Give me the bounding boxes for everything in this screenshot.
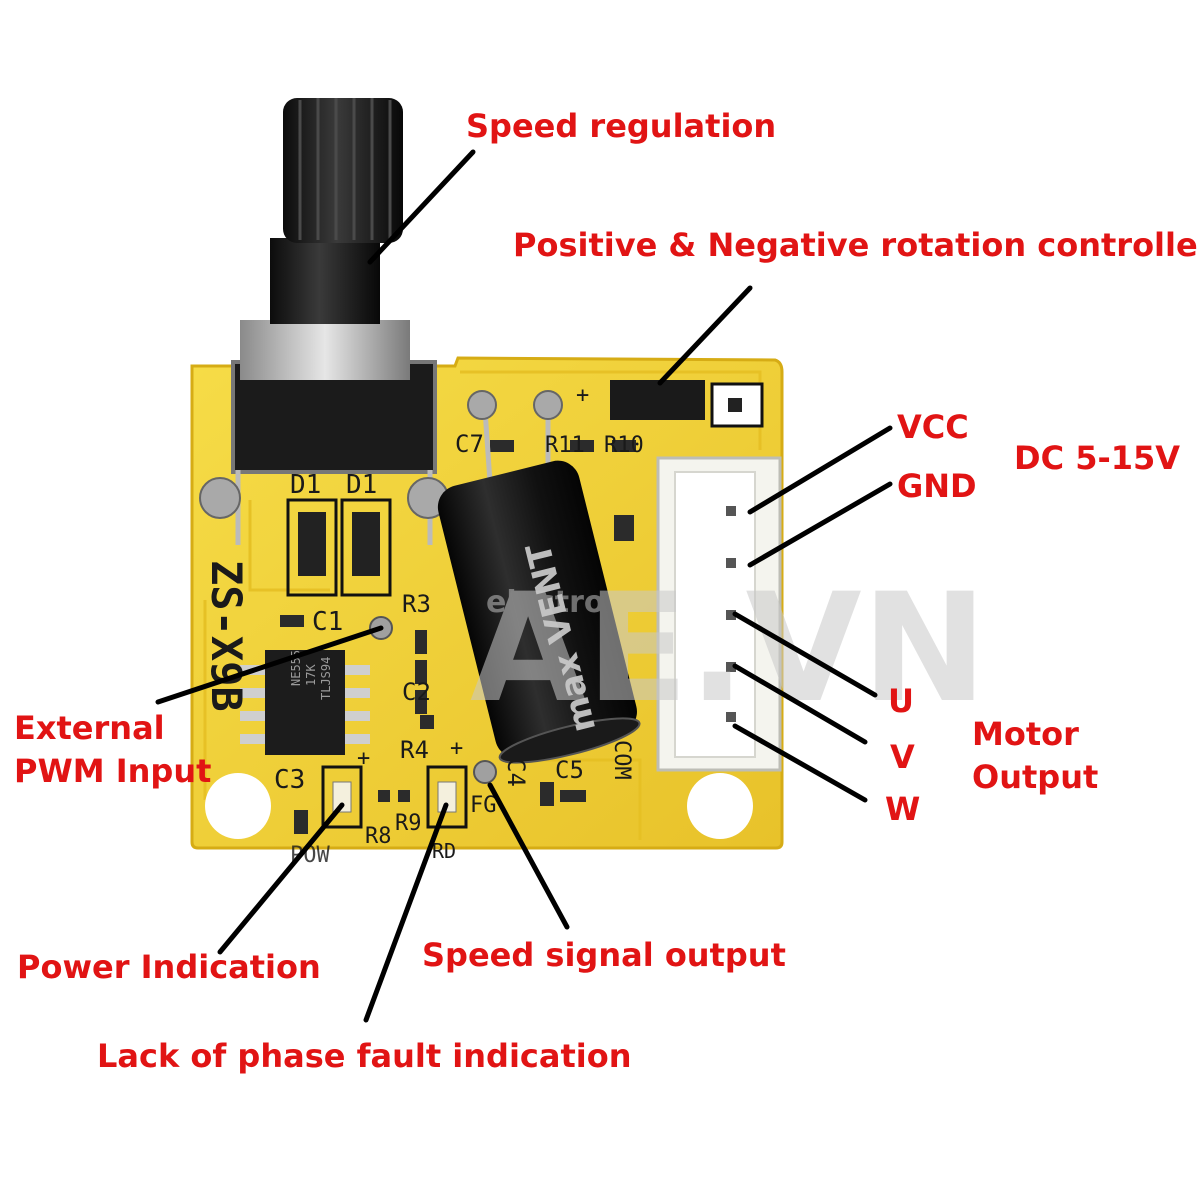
leader-vcc bbox=[747, 425, 893, 515]
label-external-pwm-line2: PWM Input bbox=[14, 752, 212, 791]
motor-connector bbox=[656, 456, 782, 772]
silk-fg: FG bbox=[470, 793, 497, 818]
label-u: U bbox=[888, 682, 914, 720]
label-motor-output-line1: Motor bbox=[972, 715, 1079, 753]
label-speed-signal-output: Speed signal output bbox=[422, 936, 786, 974]
label-rotation-controller: Positive & Negative rotation controlle bbox=[513, 226, 1198, 264]
led-indicators bbox=[321, 765, 468, 829]
leader-external-pwm bbox=[155, 625, 384, 705]
leader-speed-regulation bbox=[367, 149, 476, 265]
mounting-hole bbox=[687, 773, 753, 839]
potentiometer bbox=[199, 98, 449, 545]
watermark-main: AE.VN bbox=[470, 562, 987, 736]
silkscreen: ZS-X9B D1 D1 C1 R3 C2 C3 R4 R9 R8 POW RD… bbox=[202, 383, 644, 868]
silk-d1: D1 bbox=[290, 470, 321, 500]
mounting-hole bbox=[205, 773, 271, 839]
label-dc-range: DC 5-15V bbox=[1014, 439, 1181, 477]
label-speed-regulation: Speed regulation bbox=[466, 107, 777, 145]
leader-phase-fault bbox=[363, 802, 449, 1023]
silk-c5: C5 bbox=[555, 756, 584, 784]
electrolytic-capacitor: max VENT bbox=[437, 460, 641, 764]
rotation-jumper bbox=[610, 380, 764, 428]
silk-plus: + bbox=[357, 746, 370, 771]
silk-d1: D1 bbox=[346, 470, 377, 500]
ic-chip bbox=[240, 650, 370, 755]
label-gnd: GND bbox=[897, 467, 977, 505]
silk-model: ZS-X9B bbox=[202, 560, 251, 712]
label-phase-fault-indication: Lack of phase fault indication bbox=[97, 1037, 632, 1075]
silk-r4: R4 bbox=[400, 736, 429, 764]
diodes bbox=[286, 498, 392, 597]
label-external-pwm-line1: External bbox=[14, 709, 165, 747]
silk-plus: + bbox=[450, 736, 463, 761]
label-vcc: VCC bbox=[897, 408, 969, 446]
silk-c7: C7 bbox=[455, 430, 484, 458]
chip-marking: TLJS94 bbox=[319, 657, 333, 700]
silk-c4: C4 bbox=[502, 758, 530, 787]
smd-components bbox=[280, 440, 636, 834]
label-w: W bbox=[885, 790, 921, 828]
leader-u bbox=[732, 611, 878, 698]
fg-pad bbox=[473, 760, 497, 784]
silk-com: COM bbox=[609, 740, 634, 780]
chip-marking: 17K bbox=[304, 664, 318, 686]
label-external-pwm: External PWM Input bbox=[14, 707, 211, 793]
silk-r11: R11 bbox=[545, 433, 585, 458]
silk-r3: R3 bbox=[402, 590, 431, 618]
silk-rd: RD bbox=[432, 839, 456, 863]
leader-lines bbox=[155, 149, 893, 1023]
label-motor-output: Motor Output bbox=[972, 713, 1098, 799]
silk-r8: R8 bbox=[365, 824, 392, 849]
label-power-indication: Power Indication bbox=[17, 948, 321, 986]
silk-r10: R10 bbox=[604, 433, 644, 458]
label-v: V bbox=[890, 738, 915, 776]
leader-gnd bbox=[747, 481, 893, 568]
watermark-prefix: electro bbox=[486, 585, 605, 620]
silk-c2: C2 bbox=[402, 678, 431, 706]
label-motor-output-line2: Output bbox=[972, 758, 1099, 797]
silk-c1: C1 bbox=[312, 607, 343, 637]
leader-rotation-controller bbox=[657, 285, 753, 386]
silk-plus: + bbox=[576, 383, 589, 408]
silk-c3: C3 bbox=[274, 765, 305, 795]
leader-power-indication bbox=[217, 802, 345, 955]
watermark: electro AE.VN bbox=[470, 562, 987, 736]
leader-v bbox=[732, 663, 868, 745]
leader-w bbox=[732, 723, 868, 803]
leader-speed-signal bbox=[487, 782, 570, 930]
silk-r9: R9 bbox=[395, 811, 422, 836]
